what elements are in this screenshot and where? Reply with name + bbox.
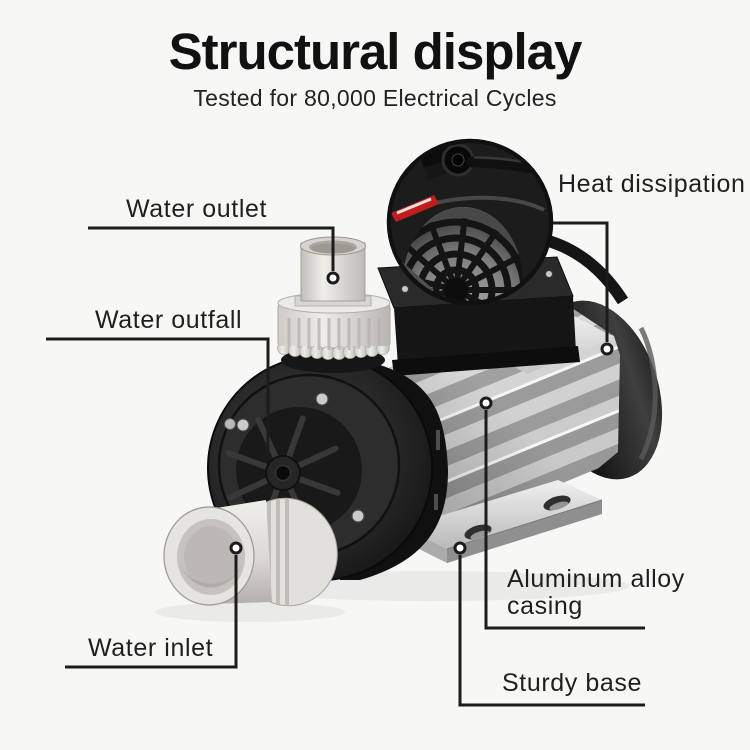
water-outlet-fitting: [277, 236, 391, 373]
label-aluminum-line1: Aluminum alloy: [507, 565, 685, 593]
label-water-outfall: Water outfall: [95, 306, 243, 334]
page-subtitle: Tested for 80,000 Electrical Cycles: [193, 85, 557, 111]
page-title: Structural display: [168, 23, 583, 80]
dot-sturdy-base: [453, 541, 467, 555]
dot-water-outlet: [326, 271, 340, 285]
label-water-outlet: Water outlet: [126, 195, 268, 223]
leader-lines: [46, 221, 645, 707]
label-aluminum-alloy-casing: Aluminum alloy casing: [507, 566, 685, 620]
warning-sticker: [391, 195, 439, 222]
fan-magnifier: [386, 138, 554, 306]
water-inlet-fitting: [163, 497, 338, 608]
leader-sturdy-base: [458, 555, 645, 707]
power-cord: [543, 234, 629, 305]
label-heat-dissipation: Heat dissipation: [558, 170, 746, 198]
label-aluminum-line2: casing: [507, 592, 583, 620]
leader-water-outlet: [88, 226, 335, 271]
leader-heat-dissipation: [553, 221, 609, 342]
dot-water-inlet: [229, 541, 243, 555]
dot-heat-dissipation: [600, 342, 614, 356]
label-water-inlet: Water inlet: [88, 634, 214, 662]
leader-water-outfall: [46, 337, 270, 456]
dot-aluminum-casing: [479, 396, 493, 410]
label-sturdy-base: Sturdy base: [502, 669, 643, 697]
leader-water-inlet: [65, 555, 238, 669]
leader-aluminum-casing: [484, 410, 645, 630]
